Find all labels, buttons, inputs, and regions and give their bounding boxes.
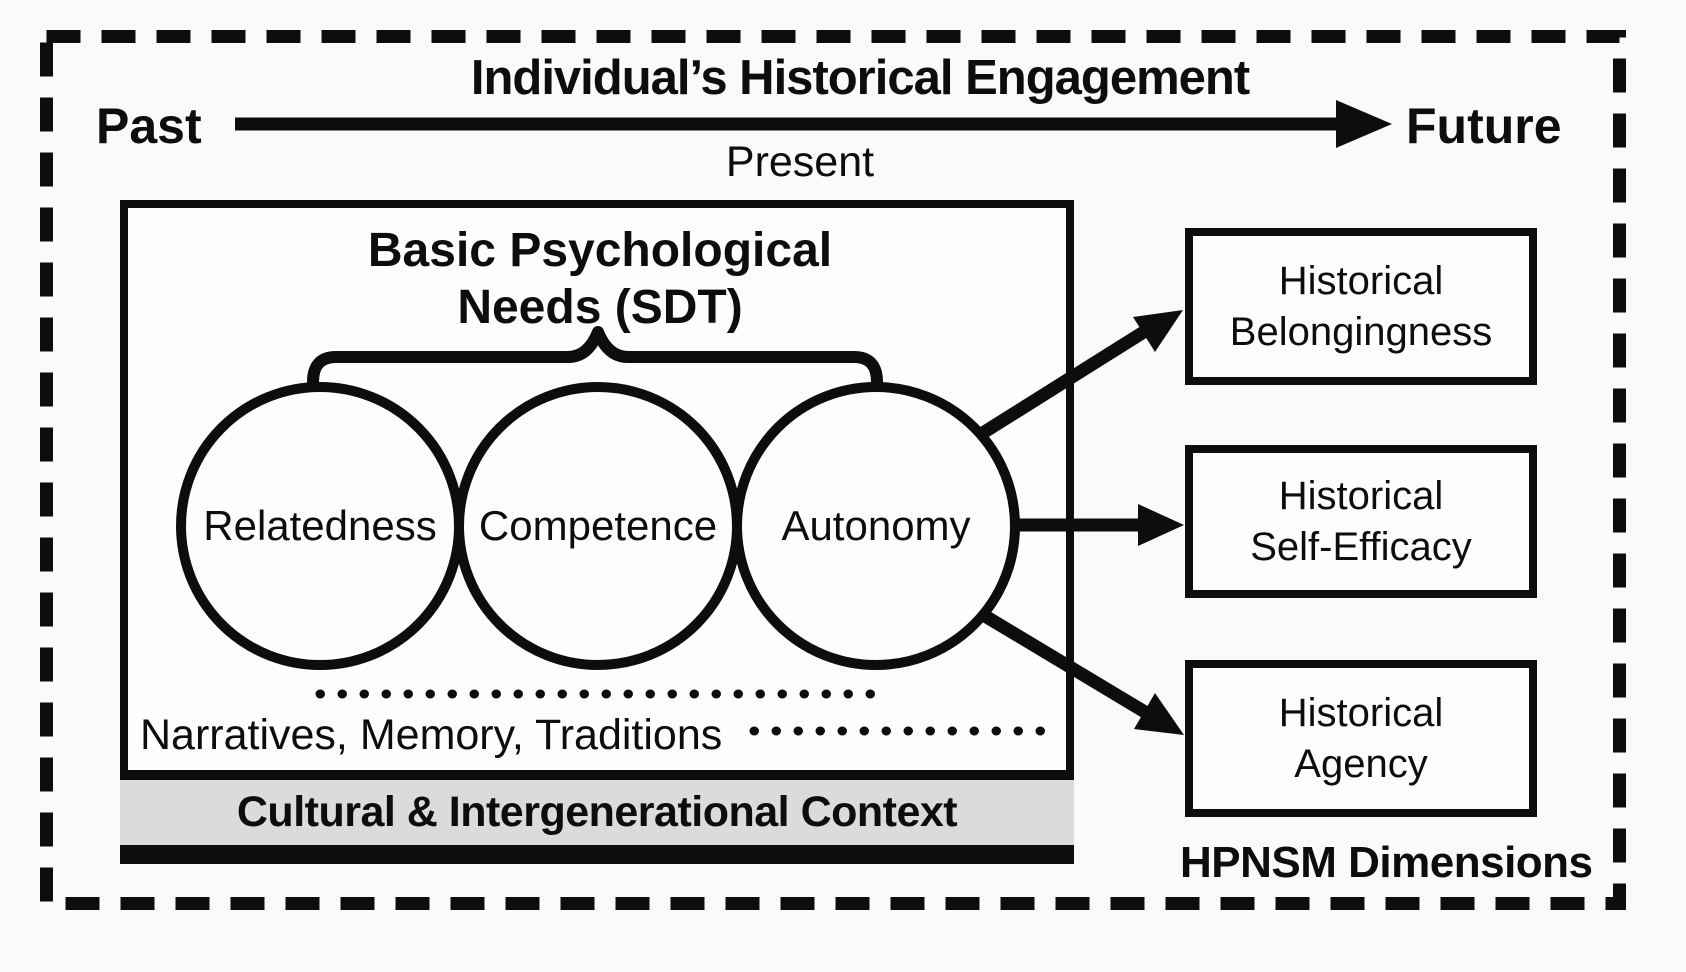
diagram-title: Individual’s Historical Engagement [470,51,1250,105]
historical-agency-line1: Historical [1278,690,1444,735]
future-label: Future [1406,98,1562,154]
arrow-to-self-efficacy-head-icon [1138,504,1184,546]
autonomy-label: Autonomy [781,502,971,549]
historical-agency-line2: Agency [1294,741,1428,786]
arrow-to-belongingness-head-icon [1133,310,1183,352]
narratives-annotation: Narratives, Memory, Traditions [140,711,723,759]
historical-self-efficacy-line1: Historical [1278,473,1444,518]
historical-belongingness-box: Historical Belongingness [1185,228,1537,385]
timeline-arrowhead-icon [1336,100,1392,148]
hpnsm-dimensions-caption: HPNSM Dimensions [1180,838,1593,887]
arrow-to-agency-head-icon [1134,693,1184,735]
competence-label: Competence [478,502,718,549]
needs-box-title: Basic Psychological Needs (SDT) [250,222,950,336]
historical-belongingness-line2: Belongingness [1229,309,1493,354]
relatedness-label: Relatedness [203,502,437,549]
context-bar-label: Cultural & Intergenerational Context [236,788,958,836]
historical-self-efficacy-line2: Self-Efficacy [1250,524,1472,569]
historical-belongingness-line1: Historical [1278,258,1444,303]
historical-self-efficacy-box: Historical Self-Efficacy [1185,445,1537,598]
present-label: Present [725,138,875,186]
past-label: Past [96,98,202,154]
needs-box-title-line2: Needs (SDT) [457,281,743,334]
needs-box-title-line1: Basic Psychological [367,224,833,277]
historical-agency-box: Historical Agency [1185,660,1537,817]
